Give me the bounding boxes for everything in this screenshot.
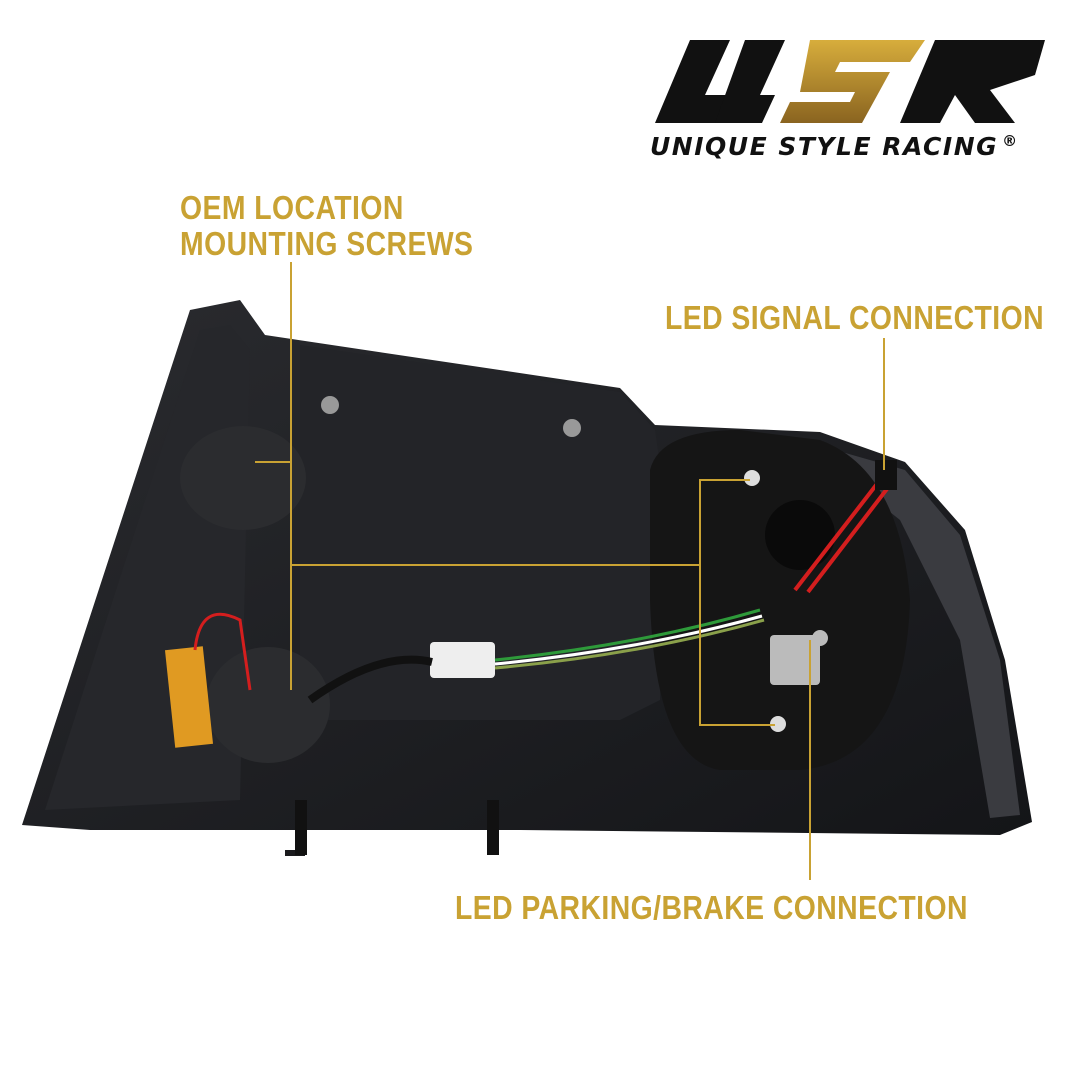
- usr-logo: [655, 40, 1045, 123]
- logo-tagline: UNIQUE STYLE RACING®: [650, 132, 1019, 161]
- white-connector: [430, 642, 495, 678]
- signal-connector: [875, 460, 897, 490]
- callout-mounting-screws-line2: MOUNTING SCREWS: [180, 225, 474, 262]
- callout-parking-brake: LED PARKING/BRAKE CONNECTION: [455, 889, 968, 926]
- callout-mounting-screws: OEM LOCATION MOUNTING SCREWS: [180, 190, 473, 262]
- upper-bulb-cap: [180, 426, 306, 530]
- callout-signal: LED SIGNAL CONNECTION: [665, 299, 1045, 336]
- load-resistor: [164, 646, 214, 748]
- oval-gasket: [650, 430, 910, 770]
- tail-light-housing: [22, 300, 1032, 856]
- lower-bulb-cap: [206, 647, 330, 763]
- callout-mounting-screws-line1: OEM LOCATION: [180, 189, 404, 226]
- callout-lines: [255, 262, 885, 880]
- parking-connector: [770, 635, 820, 685]
